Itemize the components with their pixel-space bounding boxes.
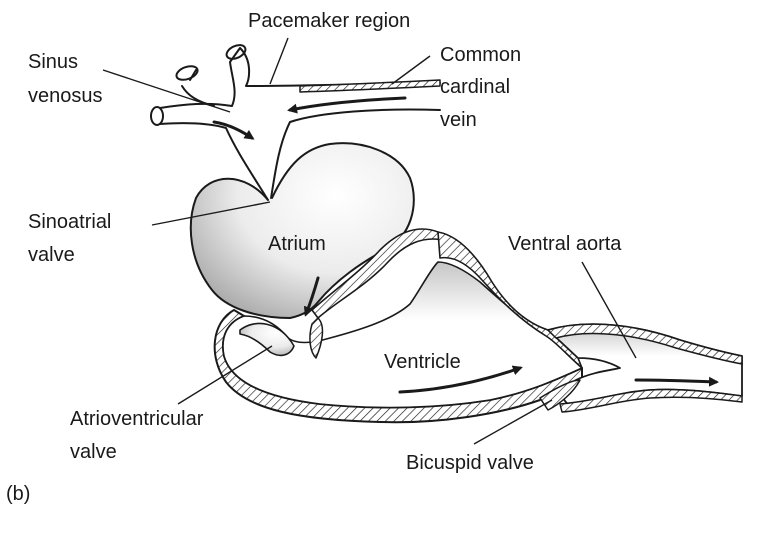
av-valve-flap xyxy=(239,322,295,357)
label-ventral-aorta: Ventral aorta xyxy=(508,233,622,255)
leader-sinoatrial xyxy=(151,201,271,226)
leader-cardinal-vein xyxy=(391,55,431,85)
label-atrioventricular-valve-1: Atrioventricular xyxy=(70,408,204,430)
label-common-cardinal-vein-2: cardinal xyxy=(440,76,511,98)
panel-label: (b) xyxy=(6,483,31,505)
label-sinus-venosus-2: venosus xyxy=(28,85,103,107)
leader-pacemaker xyxy=(269,37,289,85)
cardinal-vein-wall xyxy=(299,79,441,93)
label-sinus-venosus-1: Sinus xyxy=(28,51,79,73)
leader-av-valve xyxy=(177,345,273,405)
label-sinoatrial-valve-1: Sinoatrial xyxy=(28,211,112,233)
label-sinoatrial-valve-2: valve xyxy=(28,244,75,266)
label-common-cardinal-vein-3: vein xyxy=(440,109,477,131)
ventricle-upper-wall xyxy=(437,231,583,369)
av-valve-flap-right xyxy=(309,317,324,359)
label-pacemaker-region: Pacemaker region xyxy=(248,10,411,32)
leader-bicuspid xyxy=(473,399,553,445)
label-bicuspid-valve: Bicuspid valve xyxy=(406,452,534,474)
aorta-flow-arrow xyxy=(634,376,719,387)
label-ventricle: Ventricle xyxy=(384,351,461,373)
leader-sinus-venosus xyxy=(102,69,231,113)
aorta-lower-wall xyxy=(559,388,743,413)
sinus-flow-arrow xyxy=(212,120,255,140)
label-common-cardinal-vein-1: Common xyxy=(440,44,522,66)
bicuspid-valve-shape xyxy=(539,379,581,411)
ventricle-flow-arrow xyxy=(398,365,523,394)
label-atrioventricular-valve-2: valve xyxy=(70,441,117,463)
label-atrium: Atrium xyxy=(268,233,326,255)
leader-ventral-aorta xyxy=(581,261,637,359)
atrium-flow-arrow xyxy=(303,276,320,317)
atrium-wall xyxy=(311,228,445,319)
atrium-chamber xyxy=(189,142,415,319)
cardinal-flow-arrow xyxy=(287,96,407,114)
